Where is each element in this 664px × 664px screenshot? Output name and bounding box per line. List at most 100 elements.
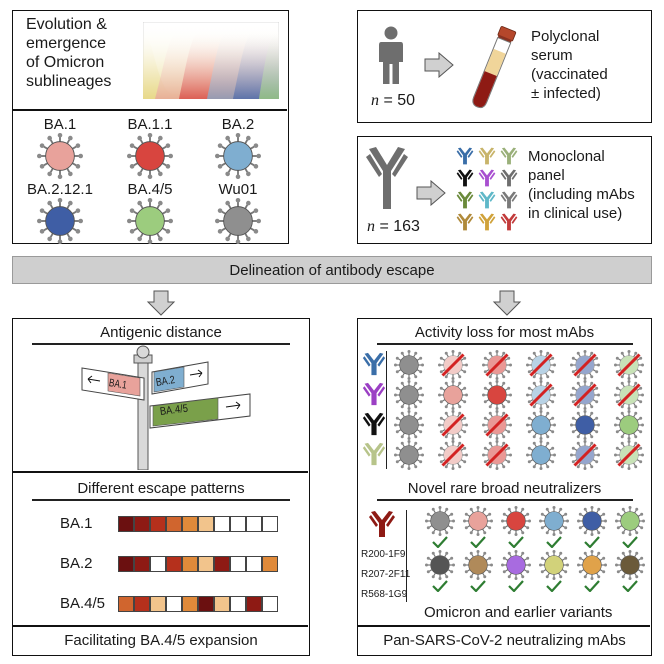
antibody-icon xyxy=(500,169,518,187)
variant-label: BA.1.1 xyxy=(127,116,173,133)
escape-cell xyxy=(118,516,134,532)
virus-escaped-icon xyxy=(570,380,600,410)
monoclonal-n: n = 163 xyxy=(367,218,420,236)
antibody-icon xyxy=(500,147,518,165)
virus-icon xyxy=(539,550,569,580)
virus-escaped-icon xyxy=(570,350,600,380)
pattern-label: BA.2 xyxy=(60,555,93,572)
bottom-left-footer: Facilitating BA.4/5 expansion xyxy=(64,632,258,649)
virus-escaped-icon xyxy=(614,350,644,380)
check-icon xyxy=(432,580,448,592)
virus-escaped-icon xyxy=(438,350,468,380)
activity-title: Activity loss for most mAbs xyxy=(414,324,595,341)
virus-icon xyxy=(577,506,607,536)
polyclonal-n-value: = 50 xyxy=(383,92,416,109)
antibody-icon xyxy=(478,213,496,231)
virus-icon xyxy=(482,380,512,410)
check-icon xyxy=(584,580,600,592)
virus-icon xyxy=(570,410,600,440)
check-icon xyxy=(508,536,524,548)
check-icon xyxy=(508,580,524,592)
virus-icon xyxy=(463,506,493,536)
escape-cell xyxy=(214,556,230,572)
escape-cell xyxy=(246,516,262,532)
escape-cell xyxy=(134,516,150,532)
virus-icon xyxy=(37,133,83,179)
arrow-right-icon xyxy=(416,180,446,206)
escape-cell xyxy=(166,556,182,572)
antibody-icon xyxy=(362,412,386,436)
escape-cell xyxy=(118,556,134,572)
footer-divider-right xyxy=(358,625,650,627)
escape-cell xyxy=(230,516,246,532)
evolution-text: Evolution & emergence of Omicron subline… xyxy=(26,15,111,91)
variant-label: BA.4/5 xyxy=(127,181,173,198)
antibody-icon xyxy=(456,191,474,209)
broad-caption: Omicron and earlier variants xyxy=(424,604,613,621)
broad-antibody-icon xyxy=(369,511,395,537)
antibody-icon xyxy=(362,382,386,406)
sign-ba45 xyxy=(149,393,251,429)
escape-cell xyxy=(182,596,198,612)
escape-cell xyxy=(134,556,150,572)
virus-escaped-icon xyxy=(526,350,556,380)
virus-escaped-icon xyxy=(438,440,468,470)
escape-cell xyxy=(246,556,262,572)
polyclonal-line-2: serum xyxy=(531,47,573,64)
variant-label: BA.2.12.1 xyxy=(27,181,93,198)
escape-cell xyxy=(214,516,230,532)
variant-label: BA.2 xyxy=(221,116,255,133)
monoclonal-n-value: = 163 xyxy=(379,218,420,235)
check-icon xyxy=(470,580,486,592)
virus-escaped-icon xyxy=(614,440,644,470)
virus-escaped-icon xyxy=(482,350,512,380)
broad-separator xyxy=(406,510,408,602)
escape-cell xyxy=(230,556,246,572)
virus-icon xyxy=(526,440,556,470)
virus-icon xyxy=(526,410,556,440)
escape-cell xyxy=(262,516,278,532)
evolution-line-1: Evolution & xyxy=(26,16,107,33)
escape-cell xyxy=(214,596,230,612)
monoclonal-text: Monoclonal panel (including mAbs in clin… xyxy=(528,147,635,223)
escape-pattern-row xyxy=(118,596,278,612)
virus-escaped-icon xyxy=(614,380,644,410)
check-icon xyxy=(546,536,562,548)
virus-escaped-icon xyxy=(438,410,468,440)
arrow-down-icon xyxy=(146,290,176,316)
mab-name-1: R200-1F9 xyxy=(361,549,406,560)
sign-ba1-label: BA.1 xyxy=(108,377,128,392)
antibody-icon xyxy=(456,147,474,165)
variant-label: Wu01 xyxy=(218,181,258,198)
check-icon xyxy=(622,536,638,548)
antibody-icon xyxy=(478,191,496,209)
blood-tube-icon xyxy=(472,26,517,109)
escape-cell xyxy=(230,596,246,612)
mab-name-2: R207-2F11 xyxy=(361,569,411,580)
escape-title-rule xyxy=(32,499,290,501)
antibody-icon xyxy=(362,352,386,376)
escape-cell xyxy=(262,556,278,572)
virus-icon xyxy=(425,550,455,580)
pattern-label: BA.1 xyxy=(60,515,93,532)
sign-ba2 xyxy=(151,361,209,395)
delineation-band: Delineation of antibody escape xyxy=(12,256,652,284)
activity-title-rule xyxy=(377,343,633,345)
escape-cell xyxy=(198,516,214,532)
n-symbol: n xyxy=(371,92,379,109)
escape-divider xyxy=(13,471,308,473)
escape-cell xyxy=(166,516,182,532)
variant-label: BA.1 xyxy=(43,116,77,133)
escape-cell xyxy=(150,556,166,572)
antibody-icon xyxy=(500,191,518,209)
escape-pattern-row xyxy=(118,516,278,532)
virus-icon xyxy=(615,506,645,536)
broad-title-rule xyxy=(377,499,633,501)
check-icon xyxy=(584,536,600,548)
virus-icon xyxy=(614,410,644,440)
virus-icon xyxy=(215,133,261,179)
polyclonal-line-4: ± infected) xyxy=(531,85,601,102)
escape-cell xyxy=(166,596,182,612)
virus-escaped-icon xyxy=(482,440,512,470)
virus-icon xyxy=(127,198,173,244)
